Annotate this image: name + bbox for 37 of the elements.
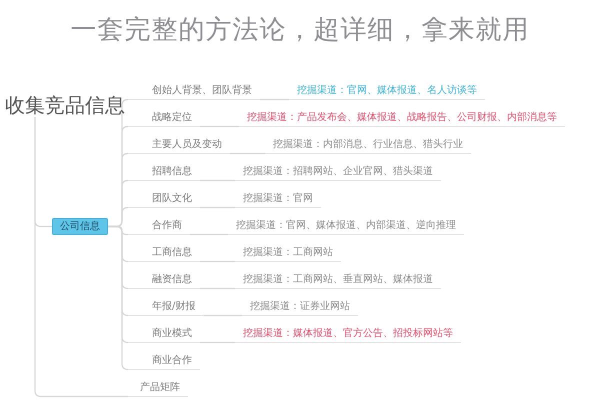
connector-line — [200, 260, 235, 262]
channel-note: 挖掘渠道：媒体报道、官方公告、招投标网站等 — [235, 325, 461, 343]
channel-note: 挖掘渠道：工商网站 — [235, 244, 341, 262]
subtopic-label: 创始人背景、团队背景 — [128, 82, 260, 100]
subtopic-label: 战略定位 — [128, 109, 200, 127]
topic-box: 公司信息 — [52, 218, 108, 235]
connector-line — [230, 152, 265, 154]
connector-line — [190, 234, 228, 236]
page-title: 一套完整的方法论，超详细，拿来就用 — [70, 14, 530, 47]
subtopic-label: 产品矩阵 — [128, 379, 188, 397]
connector-line — [200, 180, 235, 182]
channel-note: 挖掘渠道：内部消息、行业信息、猎头行业 — [265, 136, 471, 154]
channel-note: 挖掘渠道：证券业网站 — [242, 298, 358, 316]
channel-note: 挖掘渠道：官网、媒体报道、内部渠道、逆向推理 — [228, 217, 464, 235]
subtopic-label: 合作商 — [128, 217, 190, 235]
connector-line — [203, 314, 242, 316]
connector-line — [200, 342, 235, 344]
channel-note: 挖掘渠道：官网 — [235, 190, 321, 208]
subtopic-label: 商业合作 — [128, 352, 200, 370]
channel-note: 挖掘渠道：招聘网站、企业官网、猎头渠道 — [235, 163, 441, 181]
subtopic-label: 融资信息 — [128, 271, 200, 289]
subtopic-label: 招聘信息 — [128, 163, 200, 181]
subtopic-label: 工商信息 — [128, 244, 200, 262]
connector-line — [200, 206, 235, 208]
connector-line — [34, 117, 128, 398]
subtopic-label: 团队文化 — [128, 190, 200, 208]
connector-line — [260, 98, 289, 100]
subtopic-label: 商业模式 — [128, 325, 200, 343]
connector-line — [200, 126, 239, 128]
root-topic: 收集竞品信息 — [5, 93, 125, 117]
subtopic-label: 年报/财报 — [128, 298, 204, 316]
connector-line — [108, 226, 129, 370]
channel-note: 挖掘渠道：产品发布会、媒体报道、战略报告、公司财报、内部消息等 — [239, 109, 565, 127]
channel-note: 挖掘渠道：工商网站、垂直网站、媒体报道 — [235, 271, 441, 289]
channel-note: 挖掘渠道：官网、媒体报道、名人访谈等 — [289, 82, 485, 100]
connector-line — [200, 288, 235, 290]
subtopic-label: 主要人员及变动 — [128, 136, 230, 154]
